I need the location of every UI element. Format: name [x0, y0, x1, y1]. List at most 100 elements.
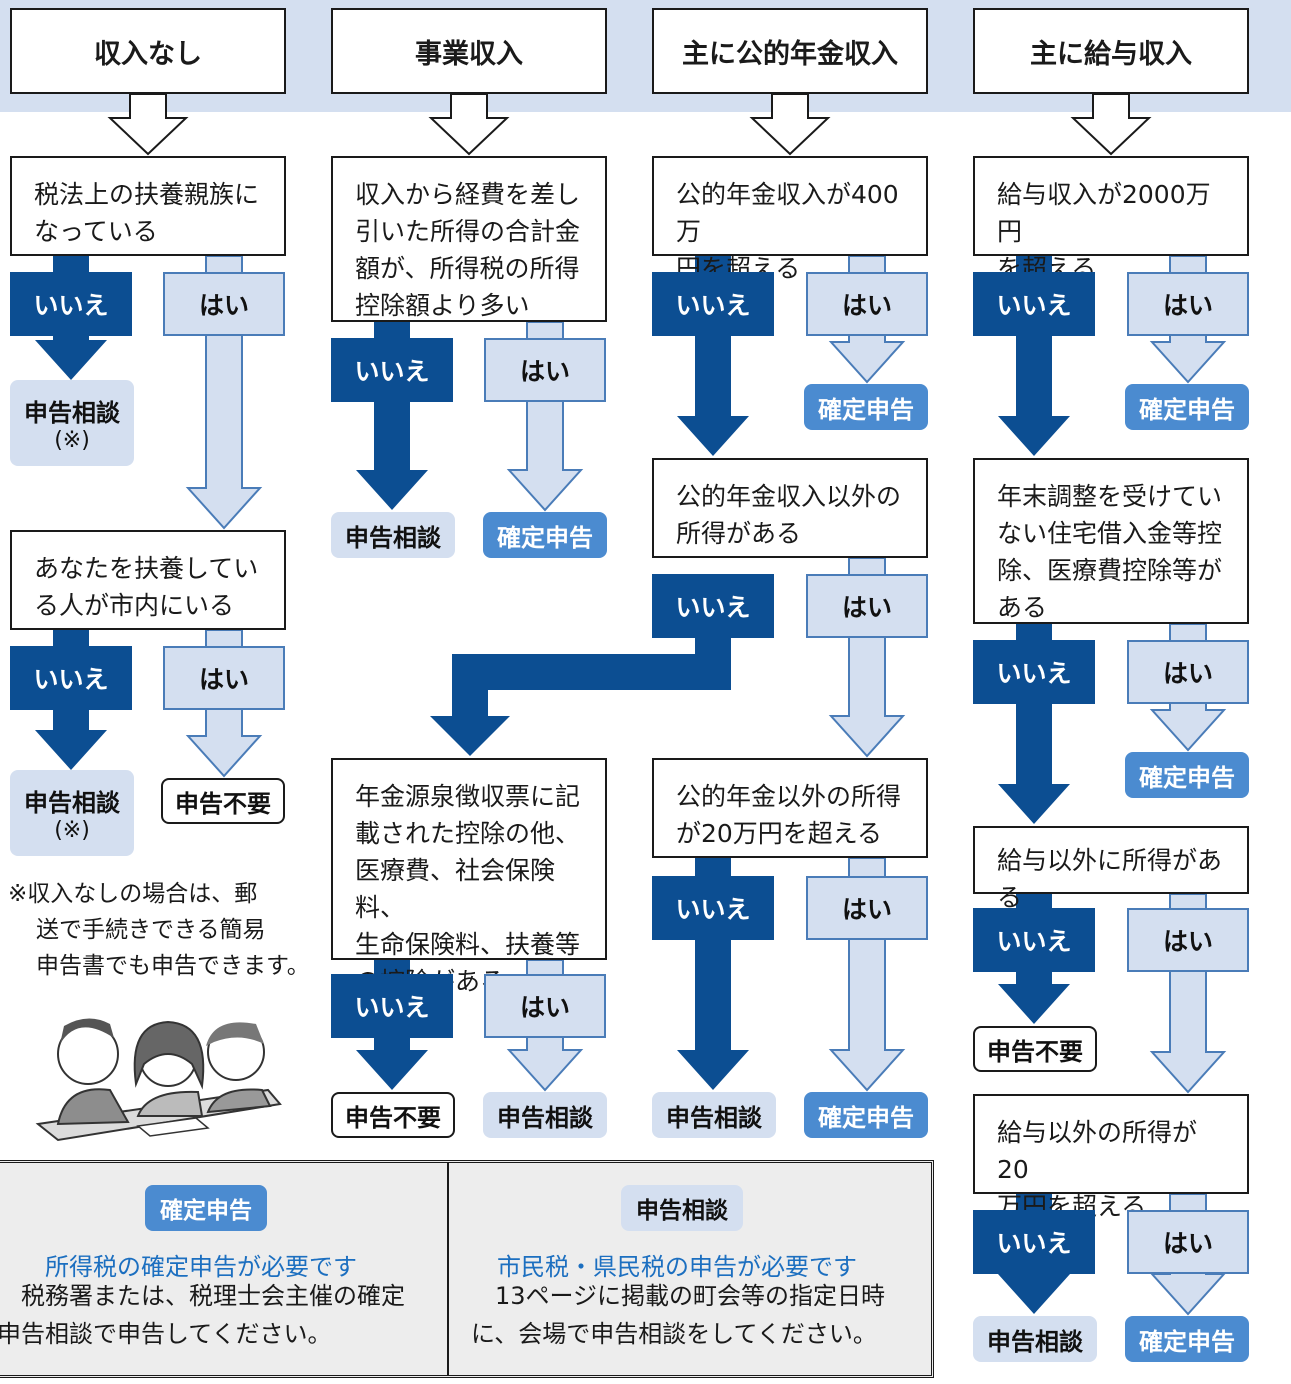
label-no: いいえ	[331, 338, 453, 402]
label-no: いいえ	[973, 640, 1095, 704]
question-salary-over-2000: 給与収入が2000万円 を超える	[973, 156, 1249, 283]
header-arrow	[428, 93, 510, 156]
question-dependent: 税法上の扶養親族に なっている	[10, 156, 286, 256]
question-line: なっている	[34, 217, 158, 246]
label-no: いいえ	[652, 574, 774, 638]
question-line: 給与以外の所得が20	[997, 1118, 1198, 1184]
result-soudan: 申告相談	[973, 1316, 1097, 1362]
legend-body-line: に、会場で申告相談をしてください。	[471, 1320, 877, 1348]
question-supporter-in-city: あなたを扶養してい る人が市内にいる	[10, 530, 286, 630]
result-kakutei: 確定申告	[1125, 752, 1249, 798]
legend-body-line: 申告相談で申告してください。	[0, 1320, 332, 1348]
question-business-income-amount: 収入から経費を差し 引いた所得の合計金 額が、所得税の所得 控除額より多い	[331, 156, 607, 322]
legend-body-line: 税務署または、税理士会主催の確定	[0, 1282, 405, 1310]
result-soudan: 申告相談	[483, 1092, 607, 1138]
result-label: 申告相談	[24, 789, 120, 817]
note-line: 送で手続きできる簡易	[36, 917, 266, 943]
header-business-income: 事業収入	[331, 8, 607, 94]
label-yes: はい	[163, 646, 285, 710]
result-soudan: 申告相談	[652, 1092, 776, 1138]
people-illustration	[35, 1018, 282, 1142]
question-line: 控除額より多い	[355, 291, 530, 320]
legend-badge-soudan: 申告相談	[621, 1185, 743, 1231]
header-no-income: 収入なし	[10, 8, 286, 94]
label-yes: はい	[1127, 272, 1249, 336]
header-arrow	[107, 93, 189, 156]
question-line: 年末調整を受けてい	[997, 482, 1223, 511]
question-other-income: 給与以外に所得がある	[973, 826, 1249, 912]
result-note-mark: (※)	[54, 818, 90, 843]
legend-body-kakutei: 税務署または、税理士会主催の確定 申告相談で申告してください。	[0, 1277, 405, 1353]
result-kakutei: 確定申告	[804, 1092, 928, 1138]
label-no: いいえ	[973, 272, 1095, 336]
note-no-income: ※収入なしの場合は、郵 送で手続きできる簡易 申告書でも申告できます。	[8, 876, 310, 984]
question-line: 給与収入が2000万円	[997, 180, 1211, 246]
legend-panel: 確定申告 所得税の確定申告が必要です 税務署または、税理士会主催の確定 申告相談…	[0, 1160, 934, 1378]
question-year-end-adjustment: 年末調整を受けてい ない住宅借入金等控 除、医療費控除等が ある	[973, 458, 1249, 624]
question-line: 収入から経費を差し	[355, 180, 581, 209]
header-arrow	[749, 93, 831, 156]
header-pension-income: 主に公的年金収入	[652, 8, 928, 94]
label-no: いいえ	[973, 1210, 1095, 1274]
question-line: ない住宅借入金等控	[997, 519, 1223, 548]
result-soudan: 申告相談 (※)	[10, 770, 134, 856]
question-line: 公的年金以外の所得	[676, 782, 902, 811]
question-line: あなたを扶養してい	[34, 554, 259, 583]
legend-badge-kakutei: 確定申告	[145, 1185, 267, 1231]
question-line: 額が、所得税の所得	[355, 254, 580, 283]
question-line: 除、医療費控除等が	[997, 556, 1223, 585]
label-yes: はい	[484, 338, 606, 402]
bent-no-arrow	[430, 638, 731, 756]
label-no: いいえ	[331, 974, 453, 1038]
header-salary-income: 主に給与収入	[973, 8, 1249, 94]
result-kakutei: 確定申告	[1125, 384, 1249, 430]
question-non-pension-over-20: 公的年金以外の所得 が20万円を超える	[652, 758, 928, 858]
legend-body-soudan: 13ページに掲載の町会等の指定日時 に、会場で申告相談をしてください。	[471, 1277, 885, 1353]
question-line: 税法上の扶養親族に	[34, 180, 260, 209]
question-line: 公的年金収入以外の	[676, 482, 902, 511]
label-no: いいえ	[10, 272, 132, 336]
label-yes: はい	[806, 272, 928, 336]
note-line: ※収入なしの場合は、郵	[8, 881, 258, 907]
label-yes: はい	[1127, 640, 1249, 704]
question-line: 生命保険料、扶養等	[355, 930, 581, 959]
question-line: 所得がある	[676, 519, 802, 548]
label-no: いいえ	[652, 876, 774, 940]
question-non-pension-income: 公的年金収入以外の 所得がある	[652, 458, 928, 558]
result-soudan: 申告相談 (※)	[10, 380, 134, 466]
legend-title-soudan: 市民税・県民税の申告が必要です	[497, 1253, 857, 1281]
label-yes: はい	[806, 876, 928, 940]
note-line: 申告書でも申告できます。	[36, 953, 310, 979]
question-line: 載された控除の他、	[355, 819, 581, 848]
question-line: る人が市内にいる	[34, 591, 235, 620]
result-fuyou: 申告不要	[973, 1026, 1097, 1072]
question-line: 年金源泉徴収票に記	[355, 782, 581, 811]
result-kakutei: 確定申告	[483, 512, 607, 558]
legend-kakutei: 確定申告 所得税の確定申告が必要です 税務署または、税理士会主催の確定 申告相談…	[0, 1163, 447, 1375]
question-line: 医療費、社会保険料、	[355, 856, 556, 922]
question-pension-deductions: 年金源泉徴収票に記 載された控除の他、 医療費、社会保険料、 生命保険料、扶養等…	[331, 758, 607, 996]
label-no: いいえ	[10, 646, 132, 710]
result-kakutei: 確定申告	[1125, 1316, 1249, 1362]
label-no: いいえ	[973, 908, 1095, 972]
question-other-income-over-20: 給与以外の所得が20 万円を超える	[973, 1094, 1249, 1221]
legend-soudan: 申告相談 市民税・県民税の申告が必要です 13ページに掲載の町会等の指定日時 に…	[449, 1163, 931, 1375]
result-note-mark: (※)	[54, 428, 90, 453]
result-fuyou: 申告不要	[331, 1092, 455, 1138]
result-soudan: 申告相談	[331, 512, 455, 558]
question-line: 給与以外に所得がある	[997, 846, 1223, 912]
question-line: 引いた所得の合計金	[355, 217, 581, 246]
label-yes: はい	[1127, 908, 1249, 972]
question-pension-over-400: 公的年金収入が400万 円を超える	[652, 156, 928, 283]
label-no: いいえ	[652, 272, 774, 336]
result-fuyou: 申告不要	[161, 778, 285, 824]
label-yes: はい	[1127, 1210, 1249, 1274]
header-arrow	[1070, 93, 1152, 156]
result-kakutei: 確定申告	[804, 384, 928, 430]
legend-divider	[447, 1163, 449, 1375]
question-line: 公的年金収入が400万	[676, 180, 899, 246]
legend-body-line: 13ページに掲載の町会等の指定日時	[471, 1282, 886, 1310]
label-yes: はい	[163, 272, 285, 336]
legend-title-kakutei: 所得税の確定申告が必要です	[45, 1253, 357, 1281]
